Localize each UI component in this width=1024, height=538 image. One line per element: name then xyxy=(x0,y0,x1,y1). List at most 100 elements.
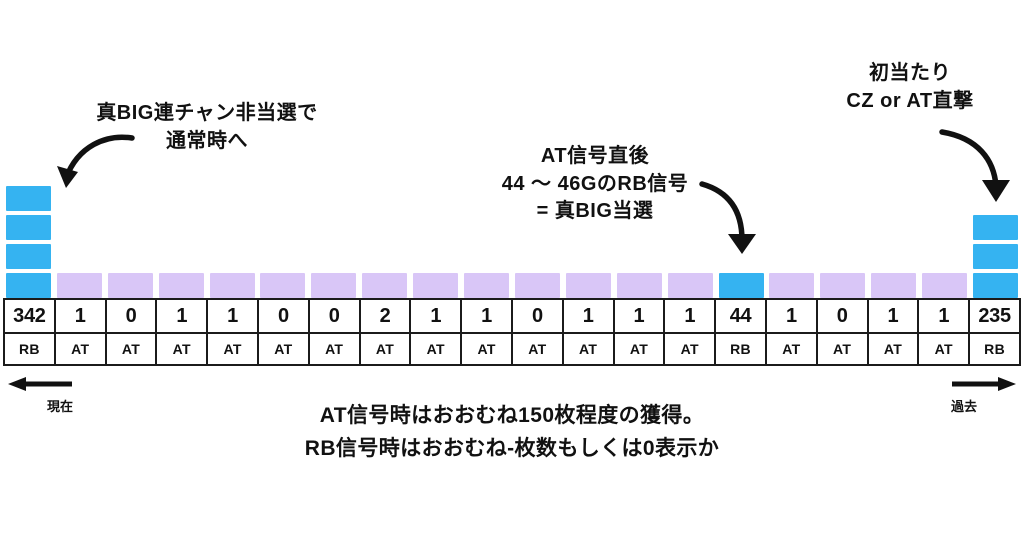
table-cell-type: AT xyxy=(206,332,259,366)
table-cell-type: AT xyxy=(307,332,361,366)
bar-block-at xyxy=(616,273,662,298)
annotation-right-line1: 初当たり xyxy=(869,62,951,84)
annotation-middle: AT信号直後 44 ～ 46GのRB信号 = 真BIG当選 xyxy=(440,143,750,226)
bar-block-at xyxy=(107,273,153,298)
bar-block-rb xyxy=(973,215,1019,240)
annotation-right: 初当たり CZ or AT直撃 xyxy=(800,60,1020,115)
bar-column xyxy=(464,269,510,298)
bar-column xyxy=(362,269,408,298)
table-cell-count: 0 xyxy=(815,298,869,334)
bar-block-at xyxy=(820,273,866,298)
bar-block-at xyxy=(362,273,408,298)
table-cell-count: 44 xyxy=(714,298,767,334)
table-cell-count: 0 xyxy=(307,298,361,334)
table-cell-type: AT xyxy=(561,332,615,366)
table-cell-count: 1 xyxy=(663,298,717,334)
bar-column xyxy=(973,211,1019,298)
bar-block-rb xyxy=(973,273,1019,298)
bar-block-at xyxy=(464,273,510,298)
table-cell-type: AT xyxy=(358,332,412,366)
bar-block-rb xyxy=(5,273,51,298)
axis-past: 過去 xyxy=(904,376,1024,415)
axis-past-label: 過去 xyxy=(950,399,977,414)
table-cell-type: AT xyxy=(460,332,513,366)
annotation-middle-line2: 44 ～ 46GのRB信号 xyxy=(501,172,689,195)
bar-block-rb xyxy=(5,186,51,211)
bar-block-at xyxy=(667,273,713,298)
bar-block-at xyxy=(158,273,204,298)
curved-arrow-down-left-icon xyxy=(57,134,135,188)
bar-column xyxy=(5,182,51,298)
table-cell-type: AT xyxy=(155,332,209,366)
axis-now: 現在 xyxy=(0,376,120,415)
table-cell-count: 2 xyxy=(358,298,412,334)
table-cell-count: 1 xyxy=(764,298,818,334)
table-cell-type: AT xyxy=(256,332,310,366)
arrow-left-icon xyxy=(8,377,72,391)
annotation-middle-line1: AT信号直後 xyxy=(540,145,650,167)
bar-block-at xyxy=(871,273,917,298)
table-cell-count: 1 xyxy=(561,298,615,334)
bar-column xyxy=(260,269,306,298)
annotation-left: 真BIG連チャン非当選で 通常時へ xyxy=(62,100,352,155)
bar-column xyxy=(158,269,204,298)
table-cell-type: AT xyxy=(764,332,818,366)
footer-note-line1: AT信号時はおおむね150枚程度の獲得。 xyxy=(319,404,705,427)
bar-column xyxy=(871,269,917,298)
curved-arrow-down-icon xyxy=(699,181,756,254)
bar-block-rb xyxy=(973,244,1019,269)
annotation-left-line1: 真BIG連チャン非当選で xyxy=(96,102,318,124)
table-cell-type: RB xyxy=(968,332,1021,366)
bar-block-at xyxy=(565,273,611,298)
bar-column xyxy=(107,269,153,298)
bar-block-rb xyxy=(5,215,51,240)
annotation-right-line2: CZ or AT直撃 xyxy=(846,89,974,112)
table-cell-count: 235 xyxy=(968,298,1021,334)
bar-column xyxy=(667,269,713,298)
bar-column xyxy=(616,269,662,298)
bar-column xyxy=(922,269,968,298)
table-cell-type: AT xyxy=(510,332,564,366)
table-cell-type: AT xyxy=(866,332,920,366)
table-cell-count: 1 xyxy=(409,298,463,334)
annotation-left-line2: 通常時へ xyxy=(166,129,248,152)
table-cell-type: AT xyxy=(104,332,158,366)
arrow-right-icon xyxy=(952,377,1016,391)
bar-block-at xyxy=(311,273,357,298)
table-cell-count: 1 xyxy=(866,298,920,334)
bar-column xyxy=(820,269,866,298)
table-cell-count: 342 xyxy=(3,298,56,334)
table-cell-count: 0 xyxy=(104,298,158,334)
table-cell-type: RB xyxy=(714,332,767,366)
table-cell-type: AT xyxy=(663,332,717,366)
bar-column xyxy=(769,269,815,298)
bar-block-at xyxy=(56,273,102,298)
table-cell-count: 0 xyxy=(510,298,564,334)
bar-column xyxy=(565,269,611,298)
table-cell-count: 1 xyxy=(612,298,666,334)
table-cell-count: 1 xyxy=(206,298,259,334)
table-cell-type: AT xyxy=(612,332,666,366)
bar-block-at xyxy=(514,273,560,298)
bar-block-at xyxy=(769,273,815,298)
table-cell-count: 0 xyxy=(256,298,310,334)
footer-note-line2: RB信号時はおおむね-枚数もしくは0表示か xyxy=(304,436,720,460)
bar-column xyxy=(209,269,255,298)
bar-block-at xyxy=(260,273,306,298)
bar-column xyxy=(413,269,459,298)
bar-column xyxy=(311,269,357,298)
bar-column xyxy=(56,269,102,298)
table-cell-type: AT xyxy=(815,332,869,366)
annotation-middle-line3: = 真BIG当選 xyxy=(536,200,654,223)
table-cell-type: AT xyxy=(917,332,971,366)
table-cell-type: AT xyxy=(409,332,463,366)
table-cell-count: 1 xyxy=(917,298,971,334)
footer-note: AT信号時はおおむね150枚程度の獲得。 RB信号時はおおむね-枚数もしくは0表… xyxy=(0,400,1024,465)
bar-block-at xyxy=(922,273,968,298)
bar-block-rb xyxy=(5,244,51,269)
table-cell-type: RB xyxy=(3,332,56,366)
axis-now-label: 現在 xyxy=(46,399,73,414)
